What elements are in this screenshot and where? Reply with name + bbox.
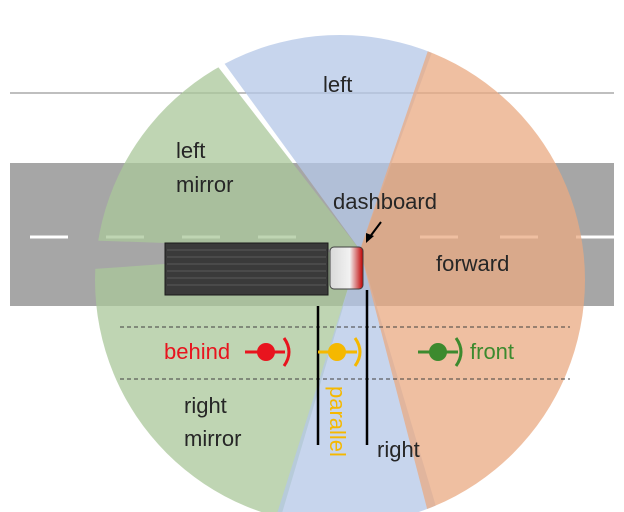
label-behind: behind (164, 339, 230, 364)
right-zone (275, 250, 440, 512)
label-right: right (377, 437, 420, 462)
label-dashboard: dashboard (333, 189, 437, 214)
label-right-mirror-1: right (184, 393, 227, 418)
label-left-mirror-1: left (176, 138, 205, 163)
truck-cab (329, 246, 364, 290)
label-left-mirror-2: mirror (176, 172, 233, 197)
label-right-mirror-2: mirror (184, 426, 241, 451)
left-zone (200, 35, 440, 250)
forward-zone (360, 35, 585, 512)
label-front: front (470, 339, 514, 364)
dashboard-arrow (366, 221, 382, 243)
behind-marker (245, 337, 291, 367)
front-marker (418, 337, 463, 367)
truck-trailer (164, 242, 329, 296)
truck (164, 242, 364, 296)
parallel-marker (318, 337, 362, 367)
label-parallel: parallel (325, 386, 350, 457)
label-forward: forward (436, 251, 509, 276)
label-left: left (323, 72, 352, 97)
